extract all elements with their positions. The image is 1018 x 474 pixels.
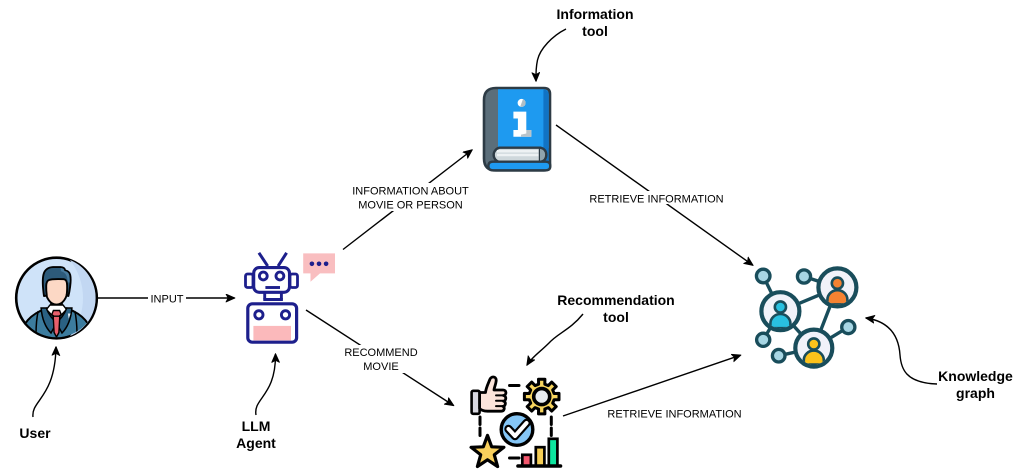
svg-text:RETRIEVE INFORMATION: RETRIEVE INFORMATION xyxy=(607,409,741,421)
svg-text:Recommendation: Recommendation xyxy=(557,292,674,308)
svg-text:INPUT: INPUT xyxy=(151,294,184,306)
svg-text:RETRIEVE INFORMATION: RETRIEVE INFORMATION xyxy=(589,194,723,206)
svg-text:RECOMMEND: RECOMMEND xyxy=(344,347,417,359)
svg-text:User: User xyxy=(19,425,51,441)
svg-text:MOVIE: MOVIE xyxy=(363,361,398,373)
svg-text:Agent: Agent xyxy=(236,435,276,451)
svg-text:MOVIE OR PERSON: MOVIE OR PERSON xyxy=(358,200,463,212)
svg-text:Information: Information xyxy=(557,6,634,22)
svg-text:tool: tool xyxy=(582,23,608,39)
svg-text:graph: graph xyxy=(956,385,995,401)
svg-text:tool: tool xyxy=(603,309,629,325)
svg-text:INFORMATION ABOUT: INFORMATION ABOUT xyxy=(352,186,469,198)
svg-text:Knowledge: Knowledge xyxy=(938,368,1013,384)
svg-text:LLM: LLM xyxy=(242,418,271,434)
